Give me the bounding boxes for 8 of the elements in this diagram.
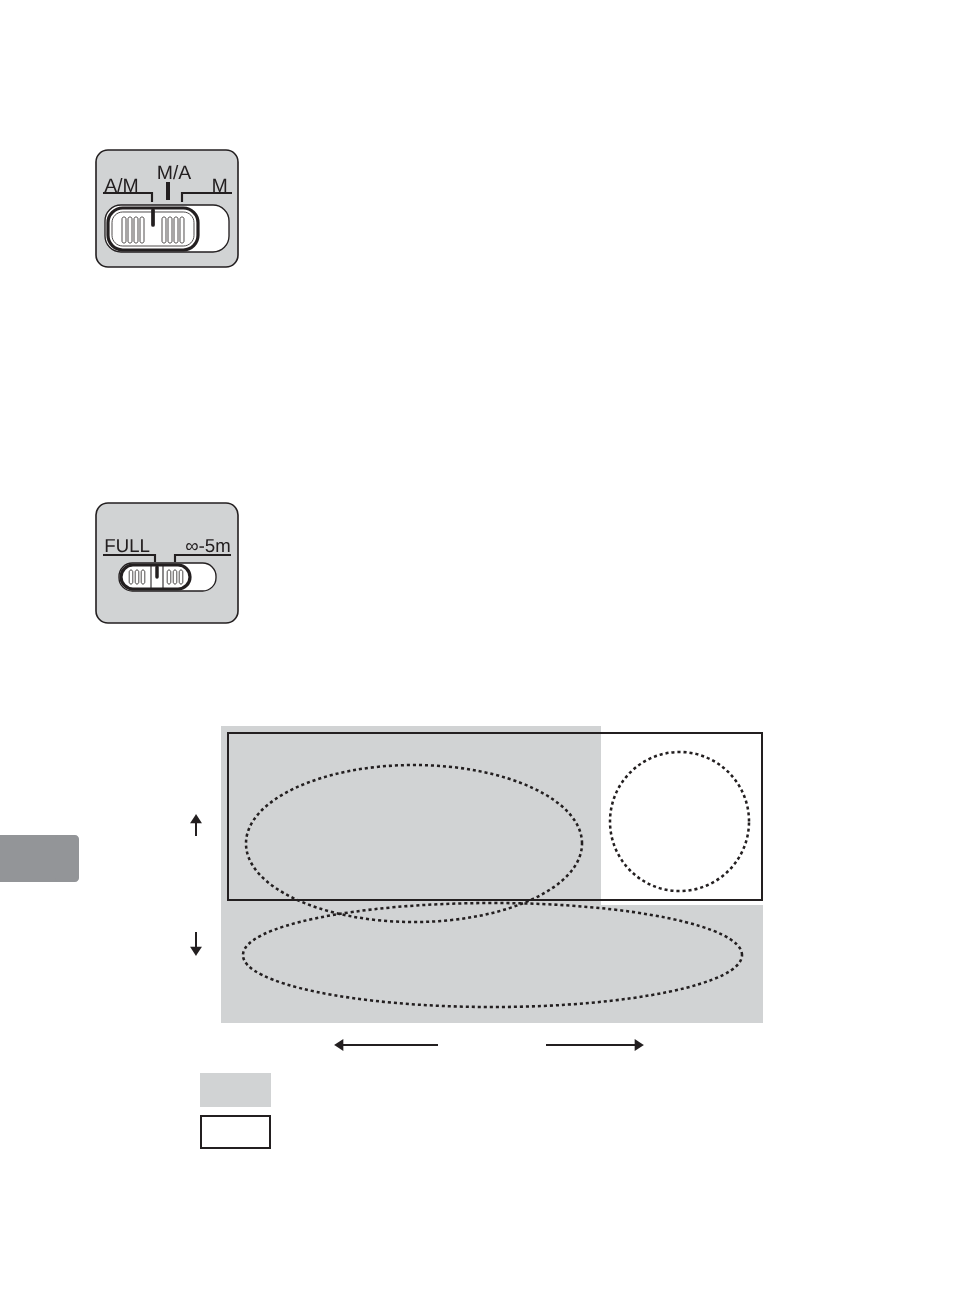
dotted-ellipse [241,901,744,1009]
switch-label: FULL [105,539,150,553]
switch-label: M/A [158,165,192,180]
switch-label: ∞-5m [186,539,230,553]
switch-label: A/M [104,178,138,193]
dotted-ellipse [244,763,584,924]
dotted-circle [608,750,751,893]
switch-label: M [213,178,227,192]
